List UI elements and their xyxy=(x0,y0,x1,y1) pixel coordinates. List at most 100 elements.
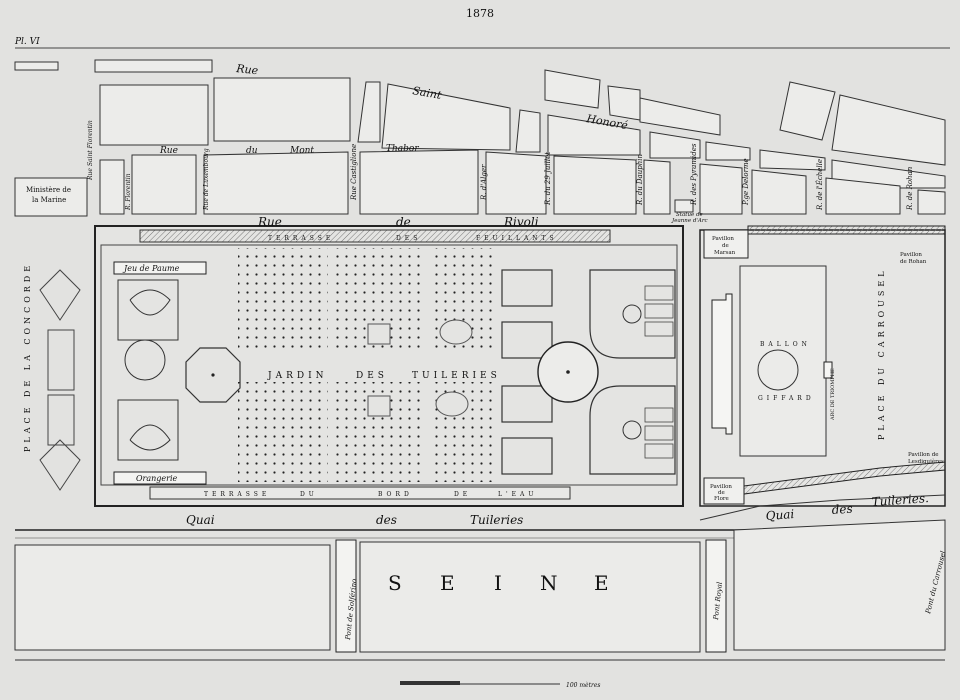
garden xyxy=(94,225,684,507)
label-rue-1: Rue xyxy=(235,62,260,77)
label-seine-s: S xyxy=(388,571,402,595)
parterre-3 xyxy=(501,385,553,423)
orangerie-building xyxy=(113,471,207,485)
label-rohan: R. de Rohan xyxy=(906,166,914,211)
block-a xyxy=(99,84,209,146)
label-quai-5: des xyxy=(831,502,853,517)
label-castiglione: Rue Castiglione xyxy=(350,144,358,201)
block-statue-base xyxy=(674,199,694,213)
label-terrasse-1: TERRASSE xyxy=(268,235,334,242)
label-thabor-du: du xyxy=(246,146,258,156)
label-ministere-2: la Marine xyxy=(32,196,66,204)
label-jardin-2: DES xyxy=(356,371,388,381)
seine-water-center xyxy=(359,541,701,653)
label-rivoli-de: de xyxy=(396,215,411,229)
block-c xyxy=(357,81,381,143)
east-parterre-north xyxy=(589,269,676,359)
label-quai-4: Quai xyxy=(765,507,795,523)
label-florentin-short: R. Florentin xyxy=(125,173,132,211)
seine-river xyxy=(14,519,946,661)
label-flore-1: Pavillon xyxy=(710,484,732,490)
label-luxembourg: Rue de Luxembourg xyxy=(203,148,210,211)
block-i xyxy=(759,149,826,171)
pont-solferino-deck xyxy=(335,539,357,653)
west-parterre-south xyxy=(117,399,179,461)
block-s xyxy=(359,149,479,215)
label-marsan-3: Marsan xyxy=(714,250,736,256)
block-ministere xyxy=(14,177,88,217)
label-ministere-1: Ministère de xyxy=(26,186,71,194)
label-orangerie: Orangerie xyxy=(136,474,178,483)
label-bord-1: TERRASSE xyxy=(204,491,270,498)
block-saint-honore-2 xyxy=(94,59,213,73)
label-thabor-rue: Rue xyxy=(159,146,178,156)
label-pyramides: R. des Pyramides xyxy=(690,143,698,206)
label-thabor-mont: Mont xyxy=(289,146,314,156)
pavillon-marsan-building xyxy=(703,229,749,259)
parterre-2 xyxy=(501,321,553,359)
block-k xyxy=(779,81,836,141)
label-statue-2: Jeanne d'Arc xyxy=(671,218,708,224)
label-dauphin: R. du Dauphin xyxy=(636,154,644,206)
jeu-de-paume-building xyxy=(113,261,207,275)
block-x xyxy=(751,169,807,215)
block-u xyxy=(553,155,637,215)
terrasse-feuillants xyxy=(139,229,611,243)
label-quai-6: Tuileries. xyxy=(871,491,929,509)
place-concorde-area xyxy=(39,269,81,491)
pont-royal-deck xyxy=(705,539,727,653)
louvre-south-wing xyxy=(743,461,946,495)
label-delorme: P.ge Delorme xyxy=(742,158,750,206)
plate-label: Pl. VI xyxy=(14,37,40,47)
label-rivoli-rivoli: Rivoli xyxy=(503,215,539,229)
seine-water-east xyxy=(733,519,946,651)
block-w xyxy=(699,163,743,215)
west-parterre-north xyxy=(117,279,179,341)
label-flore-2: de xyxy=(718,490,725,496)
label-lesdiguieres-2: Lesdiguières xyxy=(908,458,944,465)
east-parterre-south xyxy=(589,385,676,475)
parterre-1 xyxy=(501,269,553,307)
label-ballon: BALLON xyxy=(760,341,811,348)
label-echelle: R. de l'Échelle xyxy=(815,159,824,211)
block-e xyxy=(515,109,541,153)
block-b xyxy=(213,77,351,142)
scale-note: 100 mètres xyxy=(566,682,601,689)
label-giffard: GIFFARD xyxy=(758,395,815,402)
bosquet-south-1 xyxy=(238,382,328,482)
label-marsan-1: Pavillon xyxy=(712,236,734,242)
label-jardin-1: JARDIN xyxy=(267,371,328,381)
seine-water-west xyxy=(14,544,331,651)
place-labels: Ministère de la Marine PLACE DE LA CONCO… xyxy=(23,186,944,595)
label-bord-5: L'EAU xyxy=(498,491,537,498)
year-label: 1878 xyxy=(466,7,494,20)
label-alger: R. d'Alger xyxy=(480,164,488,201)
label-lesdiguieres-1: Pavillon de xyxy=(908,452,939,458)
label-place-concorde: PLACE DE LA CONCORDE xyxy=(23,262,32,452)
block-r xyxy=(203,151,349,215)
block-d xyxy=(381,83,511,151)
label-terrasse-2: DES xyxy=(396,235,421,242)
label-quai-2: des xyxy=(376,513,397,527)
label-place-carrousel: PLACE DU CARROUSEL xyxy=(877,267,886,440)
block-q xyxy=(131,154,197,215)
place-carrousel-square xyxy=(739,265,827,457)
label-rivoli-rue: Rue xyxy=(257,215,282,229)
label-bord-2: DU xyxy=(300,491,318,498)
block-t xyxy=(485,151,547,215)
block-z xyxy=(917,189,946,215)
label-rohan-1: Pavillon xyxy=(900,252,922,258)
label-bord-3: BORD xyxy=(378,491,413,498)
block-y xyxy=(825,177,901,215)
label-saint-1: Saint xyxy=(411,84,443,102)
label-terrasse-3: FEUILLANTS xyxy=(476,235,558,242)
label-seine-e2: E xyxy=(594,571,609,595)
octagon-basin xyxy=(185,347,241,403)
label-rohan-2: de Rohan xyxy=(900,259,927,265)
label-jeu-de-paume: Jeu de Paume xyxy=(122,264,180,273)
label-seine-e1: E xyxy=(440,571,455,595)
parterre-4 xyxy=(501,437,553,475)
block-f xyxy=(547,114,641,156)
